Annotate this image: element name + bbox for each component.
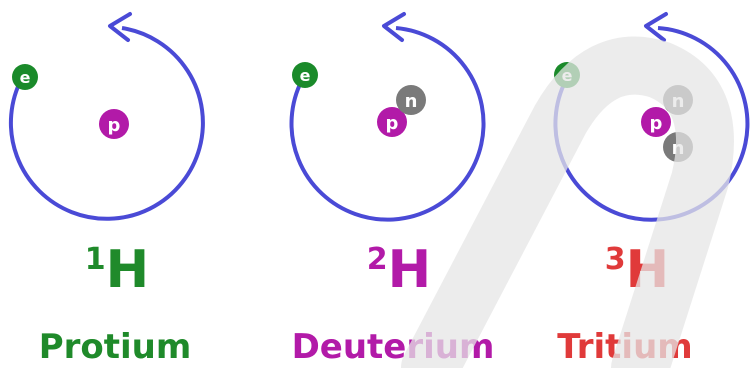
svg-text:n: n bbox=[672, 91, 685, 112]
mass-number: 1 bbox=[84, 242, 106, 277]
element-symbol: H bbox=[625, 240, 670, 300]
isotope-name: Deuterium bbox=[291, 327, 495, 367]
tritium-panel: e p n n 3H Tritium bbox=[532, 0, 750, 368]
proton: p bbox=[377, 107, 407, 137]
element-symbol: H bbox=[387, 240, 432, 300]
isotope-name: Tritium bbox=[557, 327, 693, 367]
deuterium-atom: e p n bbox=[289, 12, 486, 222]
deuterium-panel: e p n 2H Deuterium bbox=[268, 0, 518, 368]
svg-text:p: p bbox=[108, 115, 121, 136]
arrow-head bbox=[644, 12, 668, 42]
element-symbol: H bbox=[105, 240, 150, 300]
neutron: n bbox=[663, 132, 693, 162]
orbit-arrow bbox=[8, 26, 205, 221]
arrow-head bbox=[382, 12, 406, 42]
svg-text:n: n bbox=[405, 91, 418, 112]
svg-text:p: p bbox=[386, 113, 399, 134]
proton: p bbox=[99, 109, 129, 139]
neutron: n bbox=[663, 85, 693, 115]
protium-panel: e p 1H Protium bbox=[0, 0, 250, 368]
isotope-symbol: 3H bbox=[512, 240, 750, 300]
isotope-symbol: 2H bbox=[274, 240, 524, 300]
proton: p bbox=[641, 107, 671, 137]
arrow-head bbox=[108, 12, 132, 42]
mass-number: 2 bbox=[366, 242, 388, 277]
svg-text:e: e bbox=[300, 66, 311, 85]
svg-text:n: n bbox=[672, 138, 685, 159]
svg-text:p: p bbox=[650, 113, 663, 134]
tritium-atom: e p n n bbox=[553, 12, 750, 222]
neutron: n bbox=[396, 85, 426, 115]
electron: e bbox=[12, 64, 38, 90]
electron: e bbox=[292, 62, 318, 88]
svg-text:e: e bbox=[562, 66, 573, 85]
isotope-symbol: 1H bbox=[0, 240, 242, 300]
svg-text:e: e bbox=[20, 68, 31, 87]
protium-atom: e p bbox=[8, 12, 205, 221]
mass-number: 3 bbox=[604, 242, 626, 277]
isotope-name: Protium bbox=[38, 327, 192, 367]
electron: e bbox=[554, 62, 580, 88]
